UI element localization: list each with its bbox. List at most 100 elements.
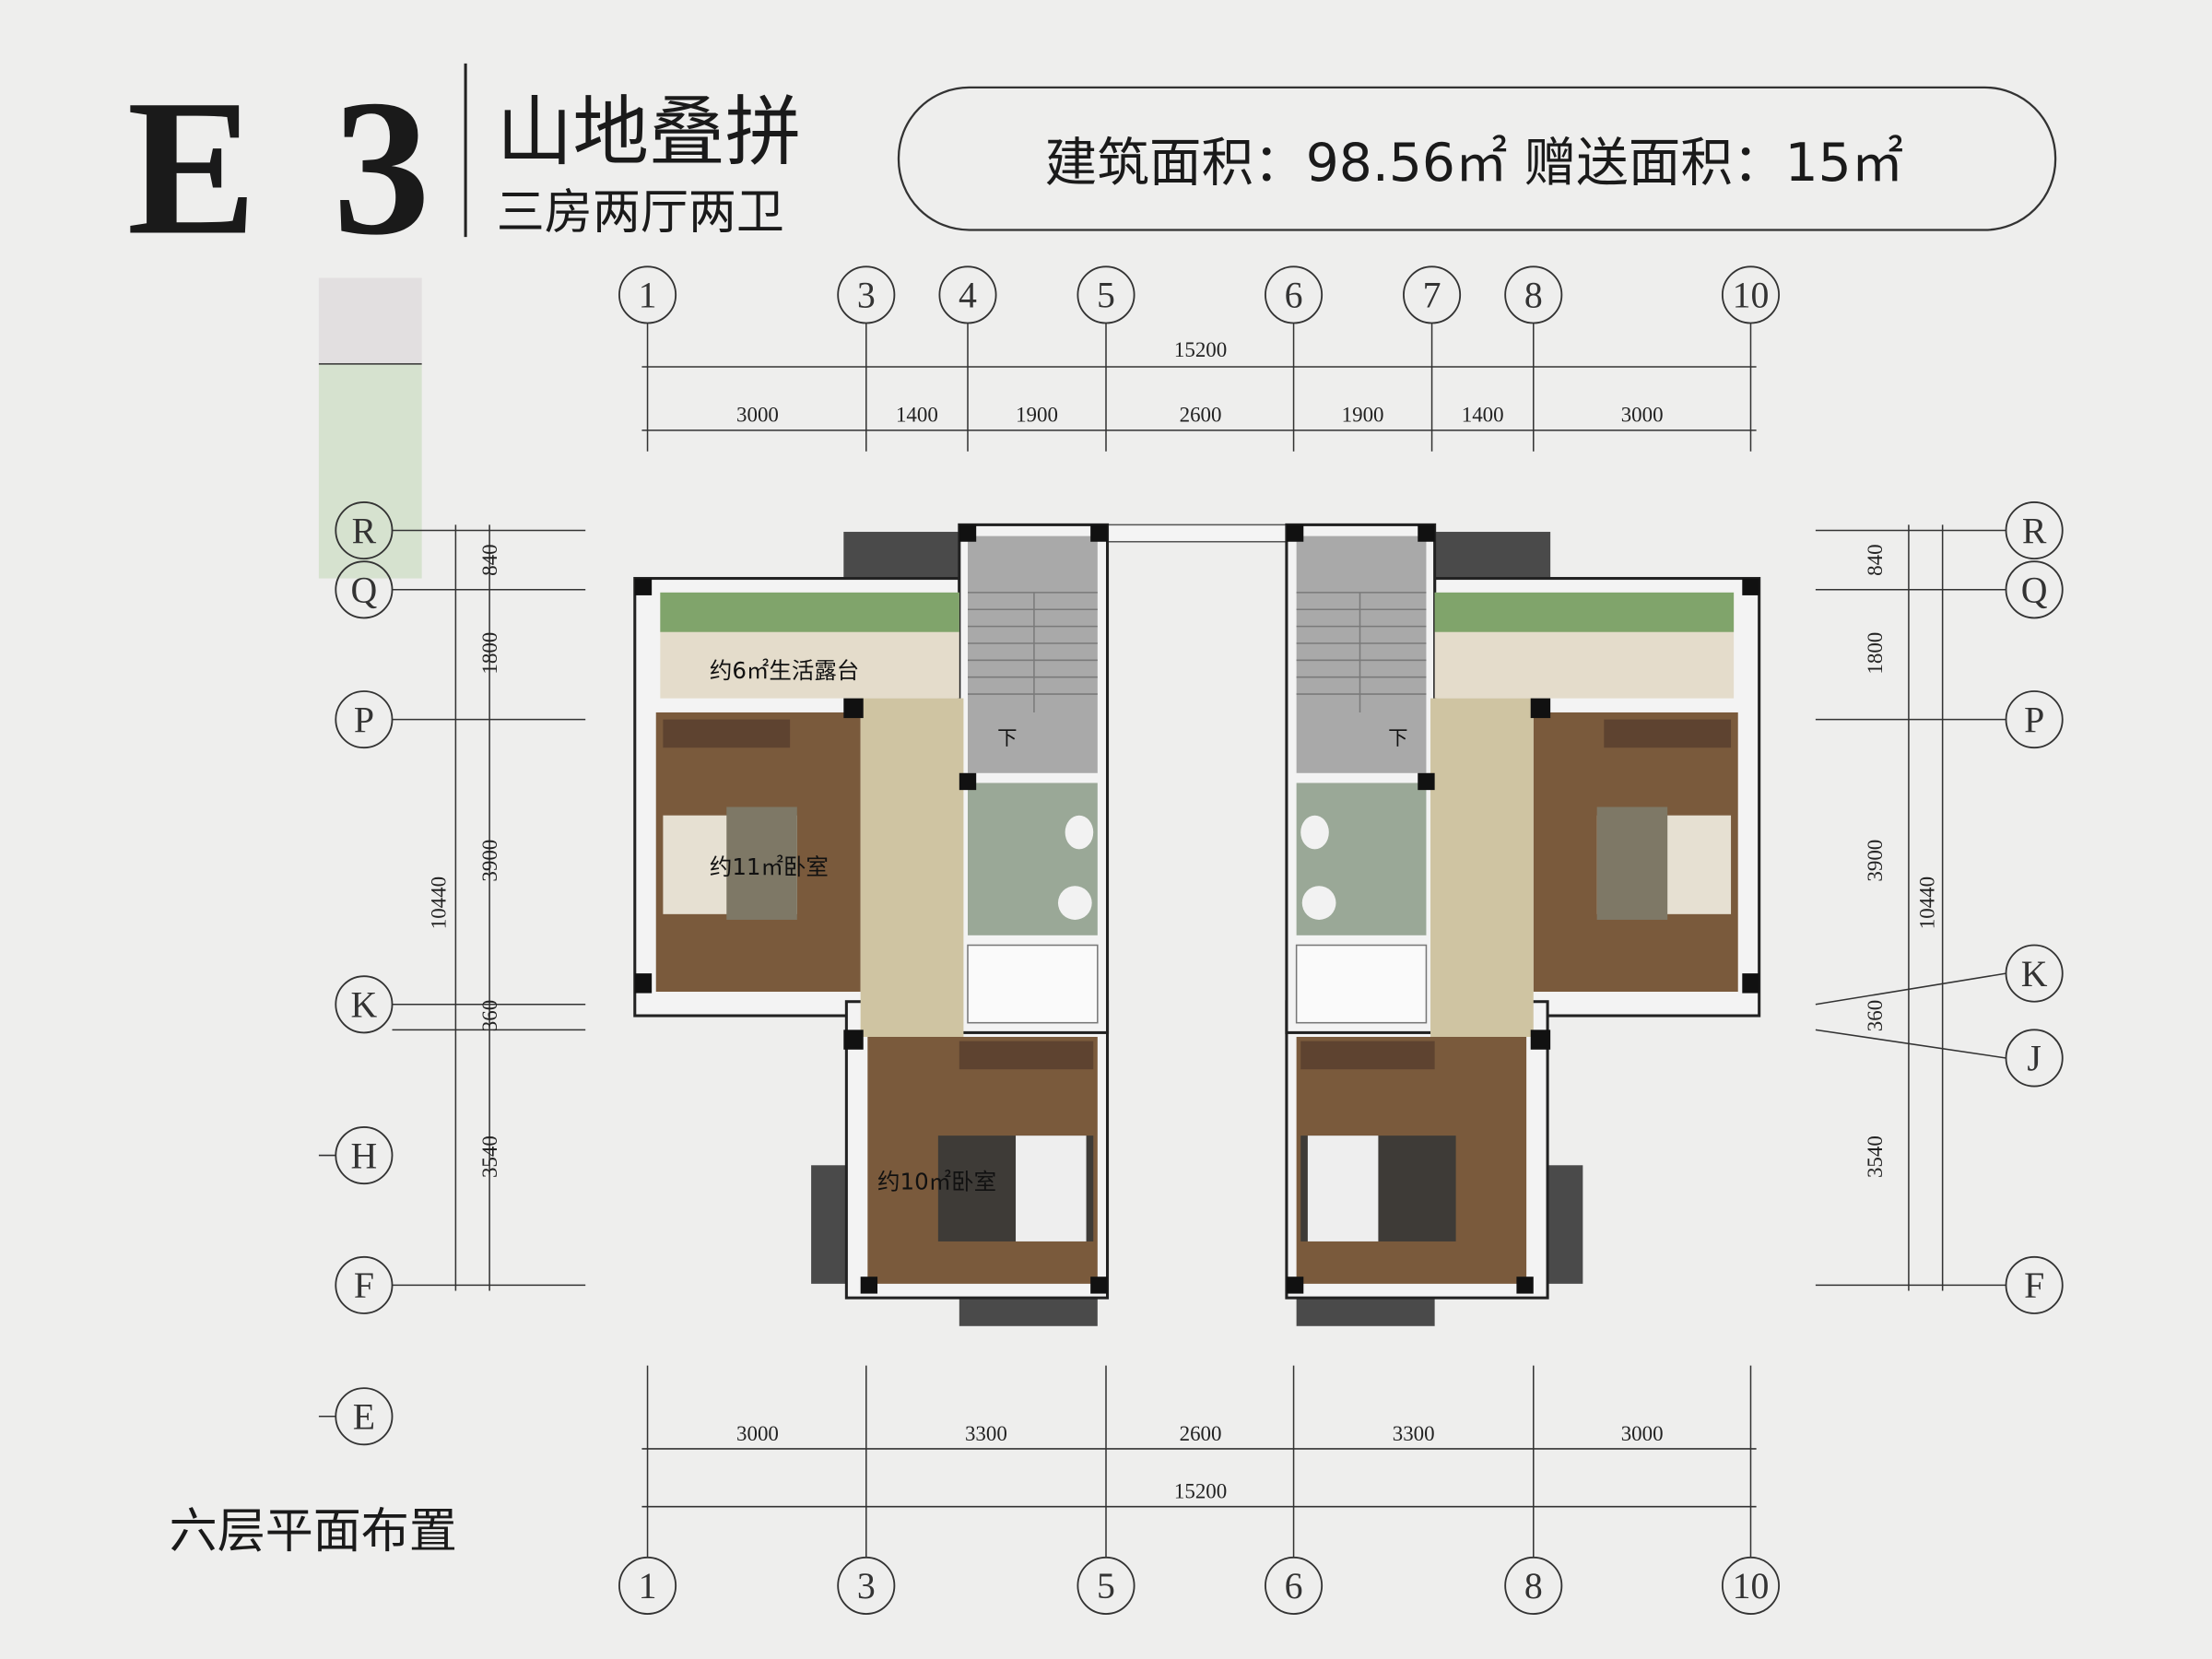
wall-column: [843, 1030, 864, 1050]
dim: 3000: [1621, 404, 1664, 427]
dim: 2600: [1180, 1422, 1222, 1445]
wall-column: [634, 973, 653, 994]
grid-bubble: J: [2005, 1029, 2064, 1088]
wall-column: [860, 1277, 878, 1294]
floor-title: 六层平面布置: [170, 1504, 457, 1559]
grid-bubble: R: [335, 500, 394, 560]
dim: 3300: [1393, 1422, 1435, 1445]
dim: 3900: [478, 840, 501, 882]
unit-plan-right: [1285, 523, 1761, 1328]
svg-text:5: 5: [1097, 276, 1115, 316]
svg-text:H: H: [351, 1135, 378, 1176]
grid-bubble: 1: [618, 1556, 677, 1615]
stair-down-label: 下: [1388, 727, 1407, 750]
grid-bubble: 3: [837, 265, 896, 452]
dim-total-side: 10440: [1915, 877, 1938, 929]
grid-bubble: R: [2005, 500, 2064, 560]
grid-bubble: 4: [938, 265, 997, 452]
wall-column: [1090, 1277, 1108, 1294]
grid-bubble: 5: [1077, 265, 1135, 452]
grid-bubble: 6: [1265, 1556, 1324, 1615]
legend-strip-green: [318, 363, 422, 579]
grid-bubble: H: [335, 1126, 394, 1185]
dim: 1400: [1462, 404, 1504, 427]
svg-text:10: 10: [1733, 1566, 1770, 1606]
walkway: [1105, 524, 1295, 543]
svg-text:5: 5: [1097, 1566, 1115, 1606]
svg-text:E: E: [353, 1397, 375, 1438]
svg-text:10: 10: [1733, 276, 1770, 316]
svg-text:8: 8: [1524, 276, 1543, 316]
svg-text:R: R: [352, 511, 377, 551]
layout-subtitle: 三房两厅两卫: [497, 187, 784, 240]
svg-text:Q: Q: [351, 571, 378, 611]
svg-text:3: 3: [857, 1566, 876, 1606]
wall-column: [634, 578, 653, 595]
stair-down-label: 下: [997, 727, 1017, 750]
area-text: 建筑面积：98.56㎡ 赠送面积：15㎡: [1045, 133, 1904, 194]
toilet: [1065, 815, 1094, 850]
wall-column: [1090, 524, 1108, 542]
svg-text:J: J: [2027, 1039, 2041, 1079]
svg-text:8: 8: [1524, 1566, 1543, 1606]
grid-bubble: F: [2005, 1255, 2064, 1314]
svg-text:Q: Q: [2021, 571, 2048, 611]
dim: 3300: [965, 1422, 1007, 1445]
dim: 3540: [1864, 1135, 1887, 1178]
svg-text:K: K: [351, 985, 378, 1026]
storage: [967, 944, 1099, 1024]
model-title: E3: [127, 60, 430, 276]
svg-text:7: 7: [1423, 276, 1441, 316]
svg-text:F: F: [354, 1265, 374, 1306]
svg-text:6: 6: [1285, 276, 1303, 316]
dim-total-bottom: 15200: [1174, 1480, 1227, 1503]
dim: 1800: [1864, 632, 1887, 675]
grid-bubble: 5: [1077, 1556, 1135, 1615]
svg-text:K: K: [2021, 954, 2048, 994]
unit-plan-left: [633, 523, 1110, 1326]
room-label-bedroom-11: 约11㎡卧室: [710, 853, 829, 880]
dim: 3540: [478, 1135, 501, 1178]
grid-bubble: 10: [1721, 265, 1781, 452]
dim-total-side: 10440: [428, 877, 451, 929]
wardrobe: [959, 1041, 1094, 1070]
dim: 1900: [1342, 404, 1384, 427]
grid-bubble: 7: [1403, 265, 1462, 452]
bed-cover: [726, 806, 797, 920]
type-title: 山地叠拼: [497, 89, 802, 174]
dim: 2600: [1180, 404, 1222, 427]
wall-column: [843, 698, 864, 719]
bed-cover: [1016, 1135, 1087, 1241]
left-grid-axes: R Q P K H F E 840 1800 3900 360 3540 104…: [318, 500, 586, 1446]
grid-bubble: K: [335, 975, 394, 1034]
sink: [1057, 886, 1092, 920]
svg-text:R: R: [2022, 511, 2047, 551]
grid-bubble: Q: [335, 560, 394, 619]
grid-bubble: 1: [618, 265, 677, 452]
room-label-terrace: 约6㎡生活露台: [710, 657, 859, 684]
dim-total-top: 15200: [1174, 338, 1227, 361]
dim: 1400: [896, 404, 938, 427]
svg-text:P: P: [354, 700, 374, 740]
dim: 1900: [1016, 404, 1058, 427]
svg-text:6: 6: [1285, 1566, 1303, 1606]
stair: [968, 535, 1098, 773]
grid-bubble: F: [335, 1255, 394, 1314]
svg-text:3: 3: [857, 276, 876, 316]
grid-bubble: K: [2005, 944, 2064, 1003]
grid-bubble: 8: [1504, 1556, 1563, 1615]
dim: 3000: [736, 1422, 779, 1445]
wall-column: [959, 524, 977, 542]
grid-bubble: 3: [837, 1556, 896, 1615]
svg-text:F: F: [2024, 1265, 2044, 1306]
dim: 840: [1864, 544, 1887, 575]
room-label-bedroom-10: 约10㎡卧室: [877, 1168, 996, 1194]
dim: 3000: [1621, 1422, 1664, 1445]
dim: 3900: [1864, 840, 1887, 882]
terrace-planter: [660, 592, 959, 632]
top-grid-axes: 1 3 4 5 6 7 8 10 15200 3000 1400 1900 26…: [618, 265, 1781, 452]
dim: 840: [478, 544, 501, 575]
svg-text:1: 1: [639, 1566, 657, 1606]
grid-bubble: 10: [1721, 1556, 1781, 1615]
